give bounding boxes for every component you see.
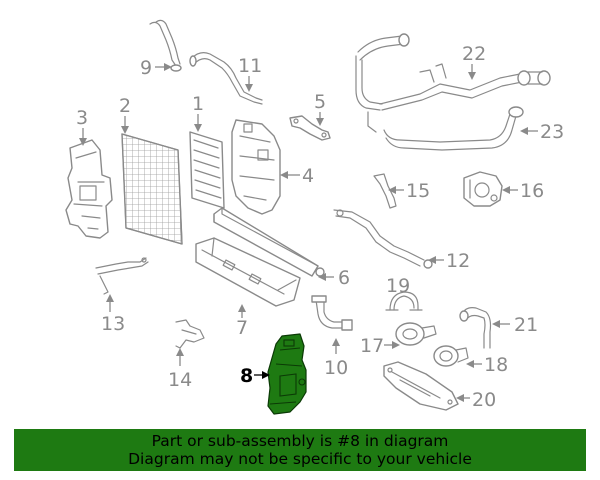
part-23-hose[interactable]	[383, 106, 524, 151]
part-18-pump[interactable]	[433, 345, 469, 367]
svg-text:13: 13	[101, 313, 125, 335]
svg-text:2: 2	[119, 95, 131, 117]
callout-7: 7	[236, 304, 248, 339]
part-11-hose[interactable]	[189, 52, 263, 105]
part-12-pipe[interactable]	[333, 209, 433, 269]
svg-text:5: 5	[314, 91, 326, 113]
part-10-hose[interactable]	[311, 295, 353, 331]
callout-15: 15	[388, 180, 430, 202]
info-banner: Part or sub-assembly is #8 in diagram Di…	[14, 429, 586, 471]
callout-12: 12	[428, 250, 470, 272]
callout-20: 20	[456, 389, 496, 411]
svg-text:9: 9	[140, 57, 152, 79]
part-14-bracket[interactable]	[175, 319, 205, 349]
part-19-clamp[interactable]	[385, 291, 423, 311]
banner-line-1: Part or sub-assembly is #8 in diagram	[151, 432, 449, 450]
callout-10: 10	[324, 338, 348, 379]
part-21-hose[interactable]	[459, 307, 492, 349]
part-9-hose[interactable]	[149, 19, 182, 72]
callout-1: 1	[192, 93, 204, 132]
banner-line-2: Diagram may not be specific to your vehi…	[128, 450, 472, 468]
svg-text:7: 7	[236, 317, 248, 339]
callout-23: 23	[520, 121, 564, 143]
svg-text:18: 18	[484, 354, 508, 376]
part-1-radiator[interactable]	[189, 131, 225, 209]
svg-text:16: 16	[520, 180, 544, 202]
svg-text:21: 21	[514, 314, 538, 336]
svg-text:17: 17	[360, 335, 384, 357]
part-20-plate[interactable]	[383, 361, 459, 411]
part-7-duct[interactable]	[195, 237, 301, 307]
callout-21: 21	[492, 314, 538, 336]
svg-text:4: 4	[302, 165, 314, 187]
callout-6: 6	[318, 267, 350, 289]
callout-19: 19	[386, 275, 410, 297]
svg-text:19: 19	[386, 275, 410, 297]
callout-11: 11	[238, 55, 262, 92]
svg-text:22: 22	[462, 43, 486, 65]
part-22-hose-assembly[interactable]	[355, 33, 551, 133]
part-5-bracket[interactable]	[289, 115, 331, 141]
svg-text:3: 3	[76, 107, 88, 129]
callout-3: 3	[76, 107, 88, 146]
part-4-shroud[interactable]	[231, 119, 281, 215]
part-13-pipe[interactable]	[95, 257, 149, 295]
svg-text:6: 6	[338, 267, 350, 289]
callout-9: 9	[140, 57, 172, 79]
callout-17: 17	[360, 335, 400, 357]
callout-5: 5	[314, 91, 326, 126]
callout-22: 22	[462, 43, 486, 80]
svg-text:20: 20	[472, 389, 496, 411]
svg-text:8: 8	[240, 365, 253, 387]
svg-text:15: 15	[406, 180, 430, 202]
callout-2: 2	[119, 95, 131, 134]
callout-18: 18	[466, 354, 508, 376]
svg-text:12: 12	[446, 250, 470, 272]
part-6-cooler[interactable]	[213, 207, 325, 277]
callout-8: 8	[240, 365, 270, 387]
part-15-bracket[interactable]	[373, 173, 397, 209]
part-3-frame[interactable]	[65, 139, 113, 239]
part-17-pump[interactable]	[395, 322, 437, 346]
svg-text:14: 14	[168, 369, 192, 391]
callout-16: 16	[502, 180, 544, 202]
callout-14: 14	[168, 348, 192, 391]
part-16-pump[interactable]	[463, 171, 503, 207]
part-8-reservoir-highlighted[interactable]	[267, 333, 307, 415]
part-2-condenser[interactable]	[121, 133, 183, 245]
svg-text:10: 10	[324, 357, 348, 379]
svg-text:23: 23	[540, 121, 564, 143]
callout-13: 13	[101, 294, 125, 335]
svg-text:11: 11	[238, 55, 262, 77]
svg-text:1: 1	[192, 93, 204, 115]
callout-4: 4	[280, 165, 314, 187]
